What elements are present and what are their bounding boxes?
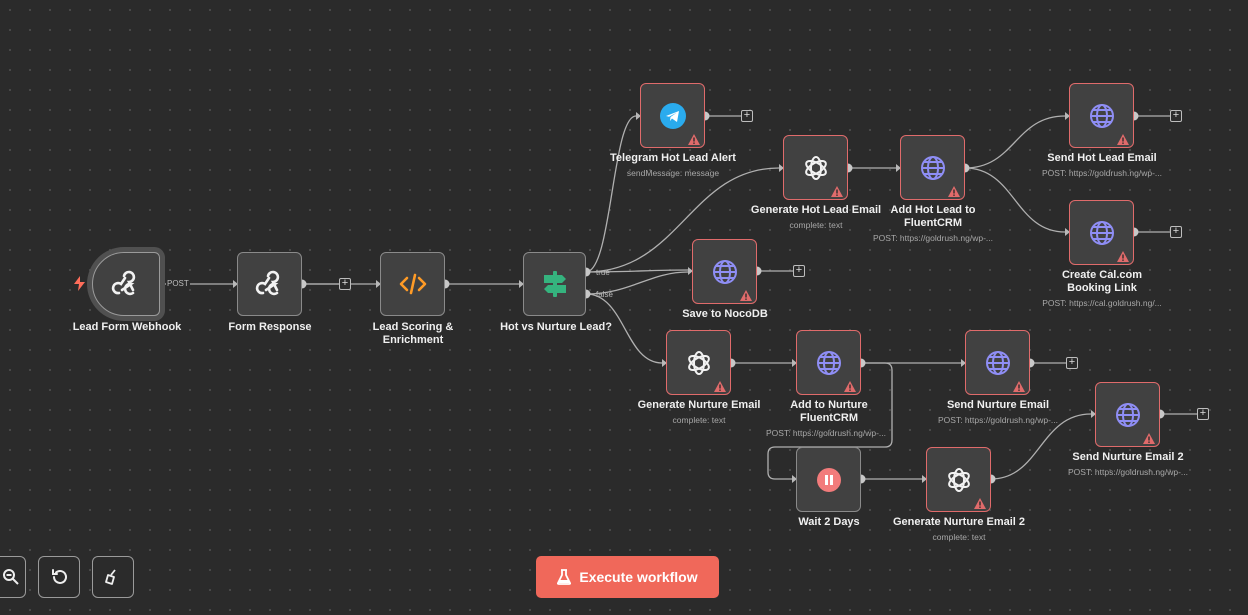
node-label: Generate Nurture Email 2 [892, 516, 1026, 528]
globe-icon [920, 155, 945, 180]
node-telegram-hot-lead-alert[interactable] [640, 83, 705, 148]
node-label: Create Cal.com Booking Link [1061, 269, 1143, 294]
node-send-hot-lead-email[interactable] [1069, 83, 1134, 148]
globe-icon [712, 259, 737, 284]
warning-icon [948, 186, 960, 197]
node-label: Save to NocoDB [682, 308, 768, 320]
node-subtitle: POST: https://goldrush.ng/wp-... [1067, 467, 1189, 477]
node-label: Hot vs Nurture Lead? [500, 321, 612, 333]
execute-workflow-button[interactable]: Execute workflow [536, 556, 719, 598]
node-label: Lead Form Webhook [72, 321, 182, 333]
node-hot-vs-nurture[interactable] [523, 252, 586, 316]
warning-icon [1143, 433, 1155, 444]
node-generate-hot-lead-email[interactable] [783, 135, 848, 200]
add-node-button[interactable]: + [1170, 110, 1182, 122]
globe-icon [1115, 402, 1140, 427]
execute-workflow-label: Execute workflow [579, 569, 698, 585]
node-subtitle: POST: https://cal.goldrush.ng/... [1042, 298, 1162, 308]
node-subtitle: complete: text [672, 415, 726, 425]
add-node-button[interactable]: + [1066, 357, 1078, 369]
globe-icon [816, 350, 841, 375]
code-icon [399, 273, 426, 295]
node-add-to-nurture-fluentcrm[interactable] [796, 330, 861, 395]
node-label: Send Hot Lead Email [1047, 152, 1157, 164]
node-subtitle: complete: text [932, 532, 986, 542]
node-subtitle: POST: https://goldrush.ng/wp-... [1041, 168, 1163, 178]
telegram-icon [659, 102, 686, 129]
node-label: Add to Nurture FluentCRM [790, 399, 868, 424]
warning-icon [740, 290, 752, 301]
zoom-out-icon [3, 569, 19, 585]
node-subtitle: POST: https://goldrush.ng/wp-... [937, 415, 1059, 425]
warning-icon [1013, 381, 1025, 392]
edge-addhot-cal [964, 167, 1066, 233]
edge-true-telegram [585, 115, 637, 273]
node-send-nurture-email-2[interactable] [1095, 382, 1160, 447]
node-label: Generate Hot Lead Email [750, 204, 882, 216]
node-label: Send Nurture Email 2 [1072, 451, 1184, 463]
node-subtitle: POST: https://goldrush.ng/wp-... [765, 428, 887, 438]
warning-icon [688, 134, 700, 145]
node-save-to-nocodb[interactable] [692, 239, 757, 304]
openai-icon [804, 155, 827, 180]
trigger-bolt-icon [74, 276, 85, 291]
node-label: Telegram Hot Lead Alert [610, 152, 736, 164]
webhook-icon [111, 270, 136, 296]
globe-icon [1089, 103, 1114, 128]
node-subtitle: sendMessage: message [626, 168, 720, 178]
edge-addhot-sendhot [964, 115, 1066, 169]
add-node-button[interactable]: + [339, 278, 351, 290]
if-branch-icon [543, 271, 566, 297]
node-wait-2-days[interactable] [796, 447, 861, 512]
node-label: Form Response [228, 321, 312, 333]
warning-icon [844, 381, 856, 392]
node-label: Add Hot Lead to FluentCRM [890, 204, 976, 229]
node-create-cal-booking-link[interactable] [1069, 200, 1134, 265]
node-subtitle: POST: https://goldrush.ng/wp-... [872, 233, 994, 243]
openai-icon [947, 467, 970, 492]
webhook-icon [255, 270, 279, 296]
node-add-hot-lead-fluentcrm[interactable] [900, 135, 965, 200]
node-lead-scoring[interactable] [380, 252, 445, 316]
warning-icon [1117, 134, 1129, 145]
node-label: Generate Nurture Email [637, 399, 761, 411]
node-send-nurture-email[interactable] [965, 330, 1030, 395]
add-node-button[interactable]: + [741, 110, 753, 122]
globe-icon [985, 350, 1010, 375]
node-generate-nurture-email-2[interactable] [926, 447, 991, 512]
edge-true-genhot [585, 167, 780, 273]
globe-icon [1089, 220, 1114, 245]
undo-icon [52, 569, 67, 584]
warning-icon [831, 186, 843, 197]
branch-label-true: true [596, 268, 610, 277]
node-subtitle: complete: text [789, 220, 843, 230]
add-node-button[interactable]: + [1170, 226, 1182, 238]
warning-icon [974, 498, 986, 509]
node-label: Send Nurture Email [946, 399, 1050, 411]
flask-icon [557, 569, 572, 585]
zoom-out-button[interactable] [0, 556, 26, 598]
node-label: Lead Scoring & Enrichment [372, 321, 454, 346]
add-node-button[interactable]: + [1197, 408, 1209, 420]
branch-label-false: false [596, 290, 613, 299]
node-form-response[interactable] [237, 252, 302, 316]
node-lead-form-webhook[interactable] [92, 252, 160, 316]
node-label: Wait 2 Days [798, 516, 860, 528]
edge-true-noco [585, 269, 689, 273]
add-node-button[interactable]: + [793, 265, 805, 277]
edge-gennurture2-sendnurture2 [990, 413, 1092, 480]
node-generate-nurture-email[interactable] [666, 330, 731, 395]
broom-icon [105, 569, 116, 585]
warning-icon [1117, 251, 1129, 262]
edge-label-post: POST [166, 279, 190, 288]
warning-icon [714, 381, 726, 392]
clean-up-button[interactable] [92, 556, 134, 598]
openai-icon [687, 350, 710, 375]
edge-false-gennurture [585, 293, 663, 364]
pause-icon [816, 467, 841, 492]
edge-false-noco [585, 271, 689, 295]
undo-button[interactable] [38, 556, 80, 598]
